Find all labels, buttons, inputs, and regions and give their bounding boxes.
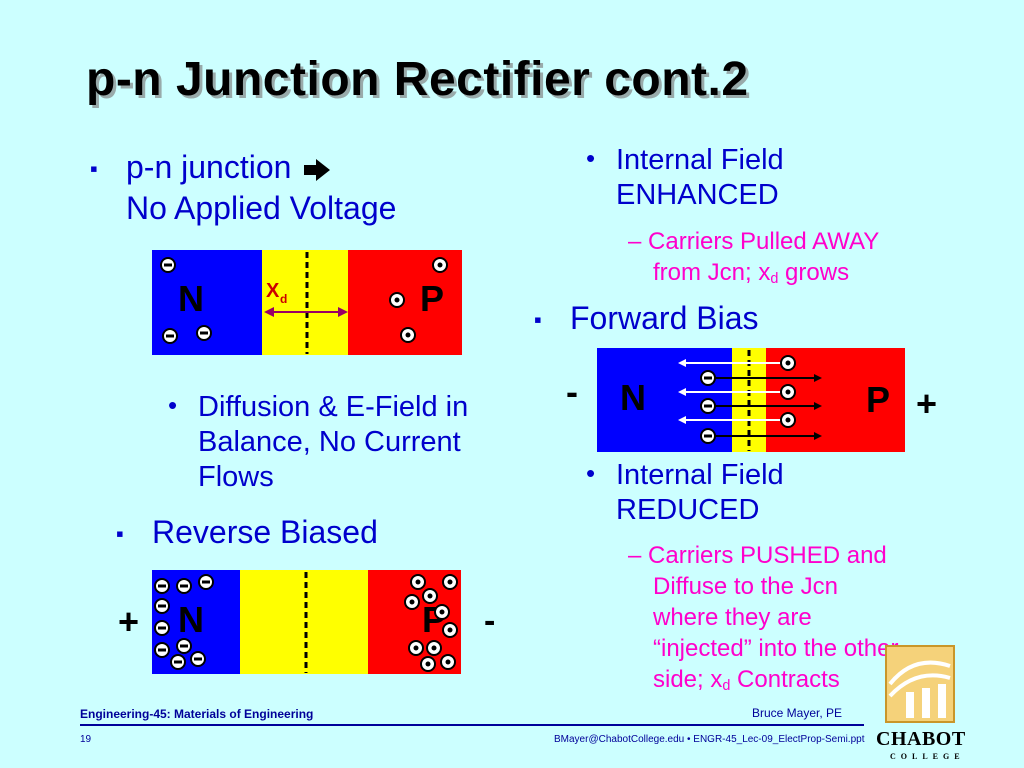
pushed-text-b: Contracts [730, 666, 840, 693]
bullet-text-2: No Applied Voltage [126, 189, 397, 226]
dash-bullet-icon: – [628, 542, 642, 569]
electron-flow-arrows [710, 374, 822, 440]
diffusion-line-1: Diffusion & E-Field in [198, 391, 469, 423]
pushed-text-a: side; x [653, 666, 723, 693]
carriers-away-line-1: Carriers Pulled AWAY [648, 228, 880, 255]
bullet-field-reduced: Internal Field REDUCED [616, 458, 784, 528]
square-bullet-icon: ▪ [116, 521, 124, 546]
n-label: N [620, 377, 646, 418]
junction-diagram-no-bias: N P X d [152, 250, 462, 355]
footer-file: BMayer@ChabotCollege.edu • ENGR-45_Lec-0… [554, 734, 865, 745]
logo-name: CHABOT [876, 728, 966, 750]
junction-diagram-forward-bias: - N P + [566, 348, 937, 452]
hole-markers [389, 257, 448, 343]
electron-minus-signs [158, 580, 210, 664]
logo-sub: COLLEGE [890, 752, 965, 761]
xd-arrow [264, 307, 348, 317]
bullet-field-enhanced: Internal Field ENHANCED [616, 143, 784, 213]
carriers-away-text-a: from Jcn; x [653, 259, 771, 286]
dot-bullet-icon: • [586, 458, 596, 488]
dash-bullet-icon: – [628, 228, 642, 255]
hole-dots [785, 360, 791, 423]
pushed-line-2: Diffuse to the Jcn [653, 573, 838, 600]
enhanced-line-2: ENHANCED [616, 179, 779, 211]
n-label: N [178, 278, 204, 319]
plus-terminal: + [118, 601, 139, 642]
pushed-lines: Diffuse to the Jcn where they are “injec… [653, 571, 898, 702]
subscript-d: d [770, 271, 779, 287]
minus-terminal: - [484, 602, 495, 640]
diffusion-line-2: Balance, No Current [198, 426, 461, 458]
depletion-region [240, 570, 368, 674]
carriers-away-line-2: from Jcn; xd grows [653, 257, 849, 295]
xd-label: X [266, 280, 280, 302]
footer-course: Engineering-45: Materials of Engineering [80, 707, 314, 721]
reduced-line-1: Internal Field [616, 459, 784, 491]
bullet-reverse-biased: Reverse Biased [152, 514, 378, 550]
depletion-region [262, 250, 348, 355]
diffusion-line-3: Flows [198, 461, 274, 493]
enhanced-line-1: Internal Field [616, 144, 784, 176]
hole-flow-arrows [678, 359, 788, 424]
pushed-line-3: where they are [653, 604, 812, 631]
right-arrow-icon [304, 151, 331, 189]
carriers-away-text-b: grows [778, 259, 850, 286]
electron-minus-signs [704, 376, 712, 438]
pushed-line-5: side; xd Contracts [653, 666, 840, 694]
hole-dots [409, 579, 453, 667]
junction-diagram-reverse-bias: + N P - [118, 570, 495, 674]
bullet-diffusion: Diffusion & E-Field in Balance, No Curre… [198, 390, 468, 495]
xd-subscript: d [280, 292, 287, 306]
subscript-d: d [722, 678, 731, 694]
p-label: P [866, 379, 890, 420]
n-label: N [178, 599, 204, 640]
bullet-forward-bias: Forward Bias [570, 300, 759, 336]
chabot-logo-icon [885, 645, 955, 723]
pushed-line-1: Carriers PUSHED and [648, 542, 887, 569]
bullet-text: p-n junction [126, 149, 292, 185]
sub-bullet-carriers-pushed: – Carriers PUSHED and [628, 540, 887, 571]
minus-terminal: - [566, 371, 578, 412]
footer-author: Bruce Mayer, PE [752, 706, 843, 720]
electron-markers [154, 574, 214, 670]
square-bullet-icon: ▪ [90, 156, 98, 181]
bullet-pn-junction: p-n junction No Applied Voltage [126, 148, 396, 227]
reduced-line-2: REDUCED [616, 494, 760, 526]
footer-divider [80, 724, 864, 726]
slide-title: p-n Junction Rectifier cont.2 [86, 53, 749, 106]
dot-bullet-icon: • [586, 143, 596, 173]
footer-page-number: 19 [80, 734, 92, 745]
p-label: P [420, 278, 444, 319]
square-bullet-icon: ▪ [534, 307, 542, 332]
dot-bullet-icon: • [168, 390, 178, 420]
plus-terminal: + [916, 383, 937, 424]
pushed-line-4: “injected” into the other [653, 635, 899, 662]
sub-bullet-carriers-away: – Carriers Pulled AWAY [628, 226, 879, 257]
electron-markers [160, 257, 212, 344]
